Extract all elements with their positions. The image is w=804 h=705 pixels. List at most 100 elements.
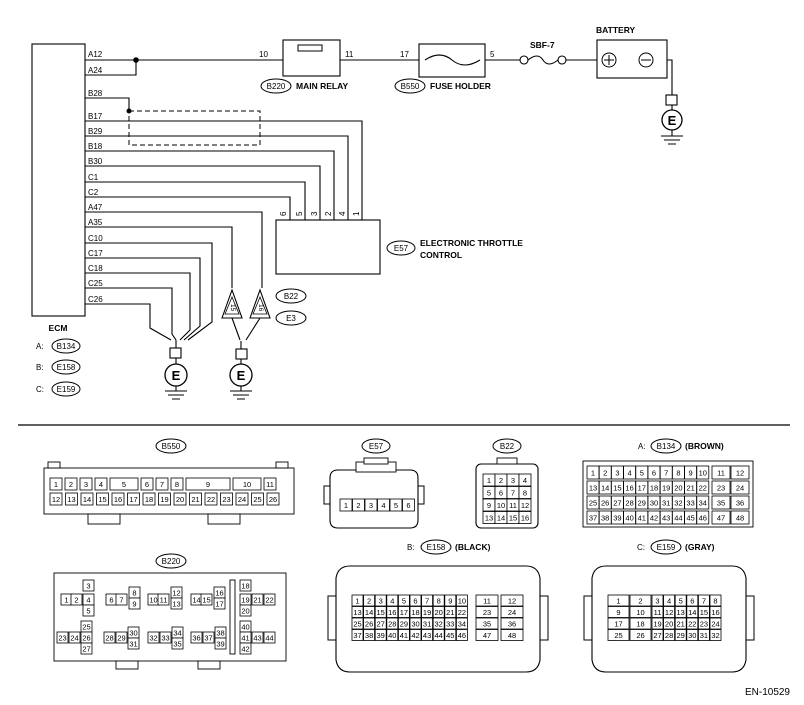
pin-cell: 11 <box>651 606 664 618</box>
pin-cell: 17 <box>213 597 226 610</box>
ecm-pin-label: C25 <box>88 279 103 288</box>
svg-text:1: 1 <box>616 597 620 606</box>
pin-cell: 3 <box>364 498 378 512</box>
pin-cell: 24 <box>500 606 524 618</box>
svg-text:31: 31 <box>129 640 137 649</box>
svg-text:27: 27 <box>82 645 90 654</box>
pin-cell: 16 <box>111 492 125 506</box>
ecm-pin-label: A12 <box>88 50 103 59</box>
svg-text:17: 17 <box>614 620 622 629</box>
pin-cell: 26 <box>629 629 652 641</box>
pin-cell: 10 <box>147 593 160 606</box>
pin-cell: 34 <box>171 626 184 639</box>
svg-text:11: 11 <box>654 608 662 617</box>
svg-text:17: 17 <box>400 608 408 617</box>
pin-cell: 3 <box>374 594 387 607</box>
throttle-pin: 2 <box>324 211 333 216</box>
pin-cell: 25 <box>607 629 630 641</box>
pin-cell: 48 <box>730 510 750 525</box>
svg-text:15: 15 <box>202 596 210 605</box>
pin-cell: 27 <box>651 629 664 641</box>
legend-prefix: B: <box>36 363 44 372</box>
ecm-pin-label: C17 <box>88 249 103 258</box>
pin-cell: 17 <box>127 492 140 506</box>
pin-cell: 47 <box>475 629 499 641</box>
svg-text:15: 15 <box>229 304 236 312</box>
svg-text:15: 15 <box>613 484 621 493</box>
svg-text:24: 24 <box>508 608 516 617</box>
svg-text:E: E <box>668 113 677 128</box>
svg-text:17: 17 <box>129 495 137 504</box>
sbf-label: SBF-7 <box>530 40 555 50</box>
svg-text:24: 24 <box>711 620 719 629</box>
svg-text:20: 20 <box>176 495 184 504</box>
pin-cell: 26 <box>266 492 280 506</box>
throttle-pin: 6 <box>279 211 288 216</box>
svg-text:14: 14 <box>83 495 91 504</box>
svg-text:45: 45 <box>686 514 694 523</box>
svg-text:3: 3 <box>655 597 659 606</box>
svg-text:18: 18 <box>650 484 658 493</box>
pin-cell: 26 <box>80 631 93 644</box>
pin-cell: 41 <box>239 631 252 644</box>
svg-text:39: 39 <box>377 631 385 640</box>
svg-text:13: 13 <box>677 608 685 617</box>
svg-text:41: 41 <box>638 514 646 523</box>
pin-cell: 5 <box>635 465 649 480</box>
pin-cell: 12 <box>663 606 675 618</box>
ecm-pin-label: B30 <box>88 157 103 166</box>
svg-text:6: 6 <box>690 597 694 606</box>
svg-text:14: 14 <box>192 596 200 605</box>
pin-cell: 3 <box>506 473 520 487</box>
svg-text:17: 17 <box>215 600 223 609</box>
svg-text:36: 36 <box>736 499 744 508</box>
svg-text:26: 26 <box>269 495 277 504</box>
svg-text:4: 4 <box>523 476 527 485</box>
svg-text:39: 39 <box>613 514 621 523</box>
pin-cell: 16 <box>518 511 532 524</box>
svg-text:4: 4 <box>390 597 394 606</box>
svg-text:29: 29 <box>400 620 408 629</box>
pin-cell: 14 <box>494 511 508 524</box>
svg-text:8: 8 <box>175 480 179 489</box>
ground-symbol: E <box>164 340 188 400</box>
pin-cell: 36 <box>500 617 524 630</box>
svg-text:2: 2 <box>499 476 503 485</box>
pin-cell: 15 <box>200 593 213 606</box>
svg-text:19: 19 <box>423 608 431 617</box>
svg-text:9: 9 <box>206 480 210 489</box>
shield-ref-b: E3 <box>286 314 296 323</box>
svg-text:18: 18 <box>145 495 153 504</box>
svg-text:10: 10 <box>243 480 251 489</box>
pin-cell: 10 <box>629 606 652 618</box>
svg-text:38: 38 <box>365 631 373 640</box>
svg-text:36: 36 <box>192 634 200 643</box>
svg-text:13: 13 <box>353 608 361 617</box>
pin-cell: 30 <box>127 626 140 639</box>
svg-text:13: 13 <box>172 600 180 609</box>
ecm-pin-label: A24 <box>88 66 103 75</box>
svg-text:14: 14 <box>497 514 505 523</box>
svg-text:8: 8 <box>676 469 680 478</box>
svg-text:32: 32 <box>149 634 157 643</box>
pin-cell: 36 <box>730 495 750 510</box>
svg-text:16: 16 <box>625 484 633 493</box>
svg-text:5: 5 <box>86 607 90 616</box>
svg-text:7: 7 <box>160 480 164 489</box>
svg-text:22: 22 <box>207 495 215 504</box>
pin-cell: 7 <box>155 477 169 491</box>
svg-text:12: 12 <box>665 608 673 617</box>
svg-text:26: 26 <box>636 631 644 640</box>
fuse-code: B550 <box>401 82 420 91</box>
pin-cell: 13 <box>65 492 78 506</box>
throttle-pin: 4 <box>338 211 347 216</box>
throttle-label-2: CONTROL <box>420 250 462 260</box>
svg-text:16: 16 <box>388 608 396 617</box>
pin-cell: 12 <box>518 498 532 512</box>
pin-cell: 16 <box>709 606 722 618</box>
pin-cell: 4 <box>377 498 390 512</box>
svg-text:24: 24 <box>736 484 744 493</box>
pin-cell: 18 <box>239 579 252 592</box>
battery-label: BATTERY <box>596 25 636 35</box>
svg-text:23: 23 <box>483 608 491 617</box>
